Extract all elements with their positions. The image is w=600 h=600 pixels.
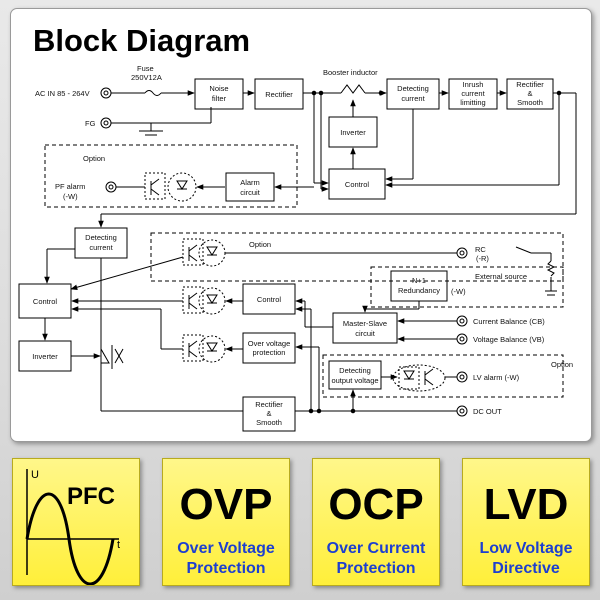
lvd-subtitle-line-1: Low Voltage <box>479 540 573 557</box>
ac-in-label: AC IN 85 - 264V <box>35 89 90 98</box>
lv-alarm-label: LV alarm (-W) <box>473 373 520 382</box>
noise-filter-text-1: Noise <box>209 84 228 93</box>
detecting-current-left-text-2: current <box>89 243 113 252</box>
detecting-output-text-2: output voltage <box>331 376 378 385</box>
block-diagram: AC IN 85 - 264V FG Fuse 250V12A Booster … <box>18 64 577 432</box>
ovp-title: OVP <box>179 480 273 529</box>
pf-alarm-label-1: PF alarm <box>55 182 85 191</box>
control-top-text: Control <box>345 180 370 189</box>
rc-option-label: Option <box>249 240 271 249</box>
block-diagram-panel: Block Diagram <box>10 8 592 442</box>
fg-label: FG <box>85 119 96 128</box>
lvd-subtitle-line-2: Directive <box>492 560 560 577</box>
lv-option-box <box>322 354 564 398</box>
ovp-circuit-text-1: Over voltage <box>248 339 291 348</box>
booster-inductor-label: Booster inductor <box>323 68 378 77</box>
pf-alarm-label-2: (-W) <box>63 192 78 201</box>
pf-option-label: Option <box>83 154 105 163</box>
master-slave-block <box>332 312 398 344</box>
rect-smooth-bottom-text-3: Smooth <box>256 418 282 427</box>
ocp-title: OCP <box>328 480 424 529</box>
pf-option-box <box>44 144 298 208</box>
pfc-axis-u: U <box>31 469 39 481</box>
inrush-text-2: current <box>461 89 485 98</box>
pfc-axis-t: t <box>117 539 121 551</box>
rc-label-1: RC <box>475 245 486 254</box>
inrush-text-3: limitting <box>460 98 485 107</box>
redundancy-option-box <box>370 266 564 308</box>
rectifier-smooth-top-block <box>506 78 554 110</box>
rectifier-text: Rectifier <box>265 90 293 99</box>
ocp-subtitle-line-1: Over Current <box>326 540 426 557</box>
ocp-card: OCP Over Current Protection <box>312 458 440 586</box>
alarm-circuit-block <box>225 172 275 202</box>
ovp-subtitle-line-1: Over Voltage <box>177 540 275 557</box>
voltage-balance-label: Voltage Balance (VB) <box>473 335 545 344</box>
rc-label-2: (-R) <box>476 254 489 263</box>
detecting-output-block <box>328 360 382 390</box>
ovp-subtitle: Over Voltage Protection <box>163 539 289 579</box>
rect-smooth-bottom-text-2: & <box>266 409 271 418</box>
ovp-subtitle-line-2: Protection <box>186 560 266 577</box>
rc-option-box <box>150 232 564 282</box>
redundancy-text-2: Redundancy <box>398 286 440 295</box>
control-left-text: Control <box>33 297 58 306</box>
external-source-label: External source <box>475 272 527 281</box>
alarm-circuit-text-1: Alarm <box>240 178 260 187</box>
pfc-card: U t PFC <box>12 458 140 586</box>
sine-wave-icon <box>25 469 119 585</box>
inrush-current-block <box>448 78 498 110</box>
noise-filter-text-2: filter <box>212 94 227 103</box>
rectifier-block <box>254 78 304 110</box>
lvd-card: LVD Low Voltage Directive <box>462 458 590 586</box>
fuse-label-2: 250V12A <box>131 73 162 82</box>
control-mid-text: Control <box>257 295 282 304</box>
page-title: Block Diagram <box>33 23 251 58</box>
control-top-block <box>328 168 386 200</box>
control-mid-block <box>242 283 296 315</box>
rect-smooth-top-text-1: Rectifier <box>516 80 544 89</box>
lvd-subtitle: Low Voltage Directive <box>463 539 589 579</box>
w-suffix-label: (-W) <box>451 287 466 296</box>
detecting-current-top-text-1: Detecting <box>397 84 429 93</box>
lvd-title: LVD <box>483 480 569 529</box>
dc-out-label: DC OUT <box>473 407 502 416</box>
fuse-label-1: Fuse <box>137 64 154 73</box>
inverter-top-text: Inverter <box>340 128 366 137</box>
rect-smooth-top-text-3: Smooth <box>517 98 543 107</box>
noise-filter-block <box>194 78 244 110</box>
lv-option-label: Option <box>551 360 573 369</box>
redundancy-text-1: N+1 <box>412 276 426 285</box>
pfc-label: PFC <box>67 483 115 510</box>
rect-smooth-top-text-2: & <box>527 89 532 98</box>
detecting-current-top-text-2: current <box>401 94 425 103</box>
ocp-subtitle: Over Current Protection <box>313 539 439 579</box>
ovp-circuit-text-2: protection <box>253 348 286 357</box>
ocp-subtitle-line-2: Protection <box>336 560 416 577</box>
inverter-left-text: Inverter <box>32 352 58 361</box>
ovp-circuit-block <box>242 332 296 364</box>
alarm-circuit-text-2: circuit <box>240 188 261 197</box>
detecting-output-text-1: Detecting <box>339 366 371 375</box>
rect-smooth-bottom-text-1: Rectifier <box>255 400 283 409</box>
master-slave-text-1: Master-Slave <box>343 319 387 328</box>
master-slave-text-2: circuit <box>355 329 376 338</box>
detecting-current-left-text-1: Detecting <box>85 233 117 242</box>
ovp-card: OVP Over Voltage Protection <box>162 458 290 586</box>
rectifier-smooth-bottom-block <box>242 396 296 432</box>
current-balance-label: Current Balance (CB) <box>473 317 545 326</box>
inrush-text-1: Inrush <box>463 80 484 89</box>
